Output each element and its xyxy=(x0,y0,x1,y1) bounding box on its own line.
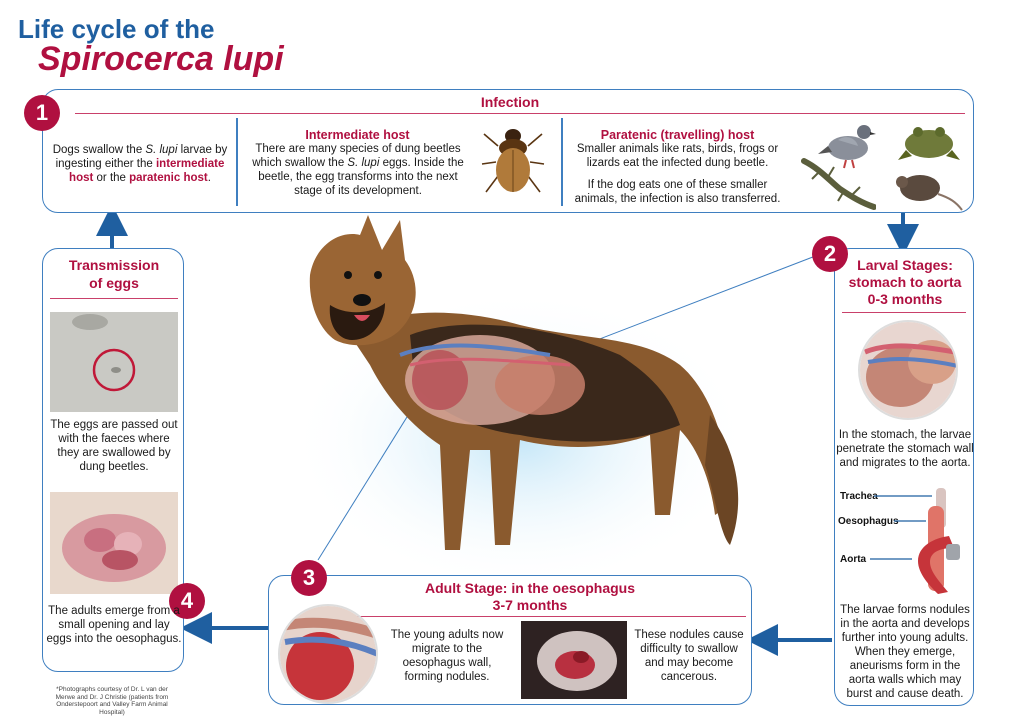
rat-image xyxy=(896,175,963,211)
paratenic-host-heading: Paratenic (travelling) host xyxy=(600,128,755,142)
larval-text-2: The larvae forms nodules in the aorta an… xyxy=(840,604,970,700)
infection-intro-text: Dogs swallow the S. lupi larvae by inges… xyxy=(48,143,232,185)
step-number-4: 4 xyxy=(169,583,205,619)
frog-image xyxy=(898,127,960,160)
intermediate-host-heading: Intermediate host xyxy=(305,128,410,142)
transmission-text-1: The eggs are passed out with the faeces … xyxy=(50,419,178,473)
infection-heading: Infection xyxy=(480,94,540,110)
intermediate-part1: There are many species of dung beetles w… xyxy=(252,143,461,169)
egg-microscope-photo xyxy=(50,312,178,412)
larval-heading-3: 0-3 months xyxy=(867,291,943,307)
transmission-heading-rule xyxy=(50,298,178,299)
paratenic-host-text-2: If the dog eats one of these smaller ani… xyxy=(574,179,781,205)
infection-divider-2 xyxy=(561,118,563,206)
nodule-photo xyxy=(50,492,178,594)
intro-link-intermediate: intermediate host xyxy=(69,158,225,184)
transmission-text-2: The adults emerge from a small opening a… xyxy=(46,605,182,645)
intermediate-species: S. lupi xyxy=(347,157,380,169)
pigeon-image xyxy=(818,125,876,169)
intermediate-host-text: There are many species of dung beetles w… xyxy=(248,142,468,198)
transmission-heading-2: of eggs xyxy=(89,275,139,291)
dung-beetle-image xyxy=(481,129,545,193)
adult-heading-2: 3-7 months xyxy=(492,597,568,613)
adult-text-1: The young adults now migrate to the oeso… xyxy=(390,629,504,683)
intro-part1: Dogs swallow the xyxy=(52,144,146,156)
infection-divider-1 xyxy=(236,118,238,206)
lizard-image xyxy=(801,158,876,210)
larval-heading-1: Larval Stages: xyxy=(857,257,953,273)
adult-heading-rule xyxy=(350,616,746,617)
transmission-heading-1: Transmission xyxy=(68,257,160,273)
intro-part3: or the xyxy=(93,172,130,184)
dog-illustration xyxy=(309,215,739,550)
oesophagus-closeup-image xyxy=(278,604,378,704)
step-number-2: 2 xyxy=(812,236,848,272)
larval-heading-2: stomach to aorta xyxy=(848,274,962,290)
trachea-label: Trachea xyxy=(840,491,878,502)
step-number-3: 3 xyxy=(291,560,327,596)
infection-heading-rule xyxy=(75,113,965,114)
photo-credit: *Photographs courtesy of Dr. L van der M… xyxy=(55,686,169,716)
step-number-1: 1 xyxy=(24,95,60,131)
larval-heading-rule xyxy=(842,312,966,313)
aorta-label: Aorta xyxy=(840,554,867,565)
paratenic-host-text-1: Smaller animals like rats, birds, frogs … xyxy=(576,143,779,169)
intro-species: S. lupi xyxy=(145,144,178,156)
oesophagus-label: Oesophagus xyxy=(838,516,899,527)
adult-text-2: These nodules cause difficulty to swallo… xyxy=(634,629,744,683)
intro-link-paratenic: paratenic host xyxy=(129,172,208,184)
larval-text-1: In the stomach, the larvae penetrate the… xyxy=(836,429,974,469)
endoscopy-photo xyxy=(521,621,627,699)
aorta-diagram xyxy=(870,488,960,594)
stomach-closeup-image xyxy=(858,320,958,420)
adult-heading-1: Adult Stage: in the oesophagus xyxy=(424,580,635,596)
intro-part2: larvae by ingesting either the xyxy=(55,144,228,170)
intermediate-part2: eggs. Inside the beetle, the egg transfo… xyxy=(258,157,464,197)
intro-part4: . xyxy=(207,172,211,184)
title-line-1: Life cycle of the xyxy=(18,14,215,44)
title-line-2: Spirocerca lupi xyxy=(38,40,284,78)
